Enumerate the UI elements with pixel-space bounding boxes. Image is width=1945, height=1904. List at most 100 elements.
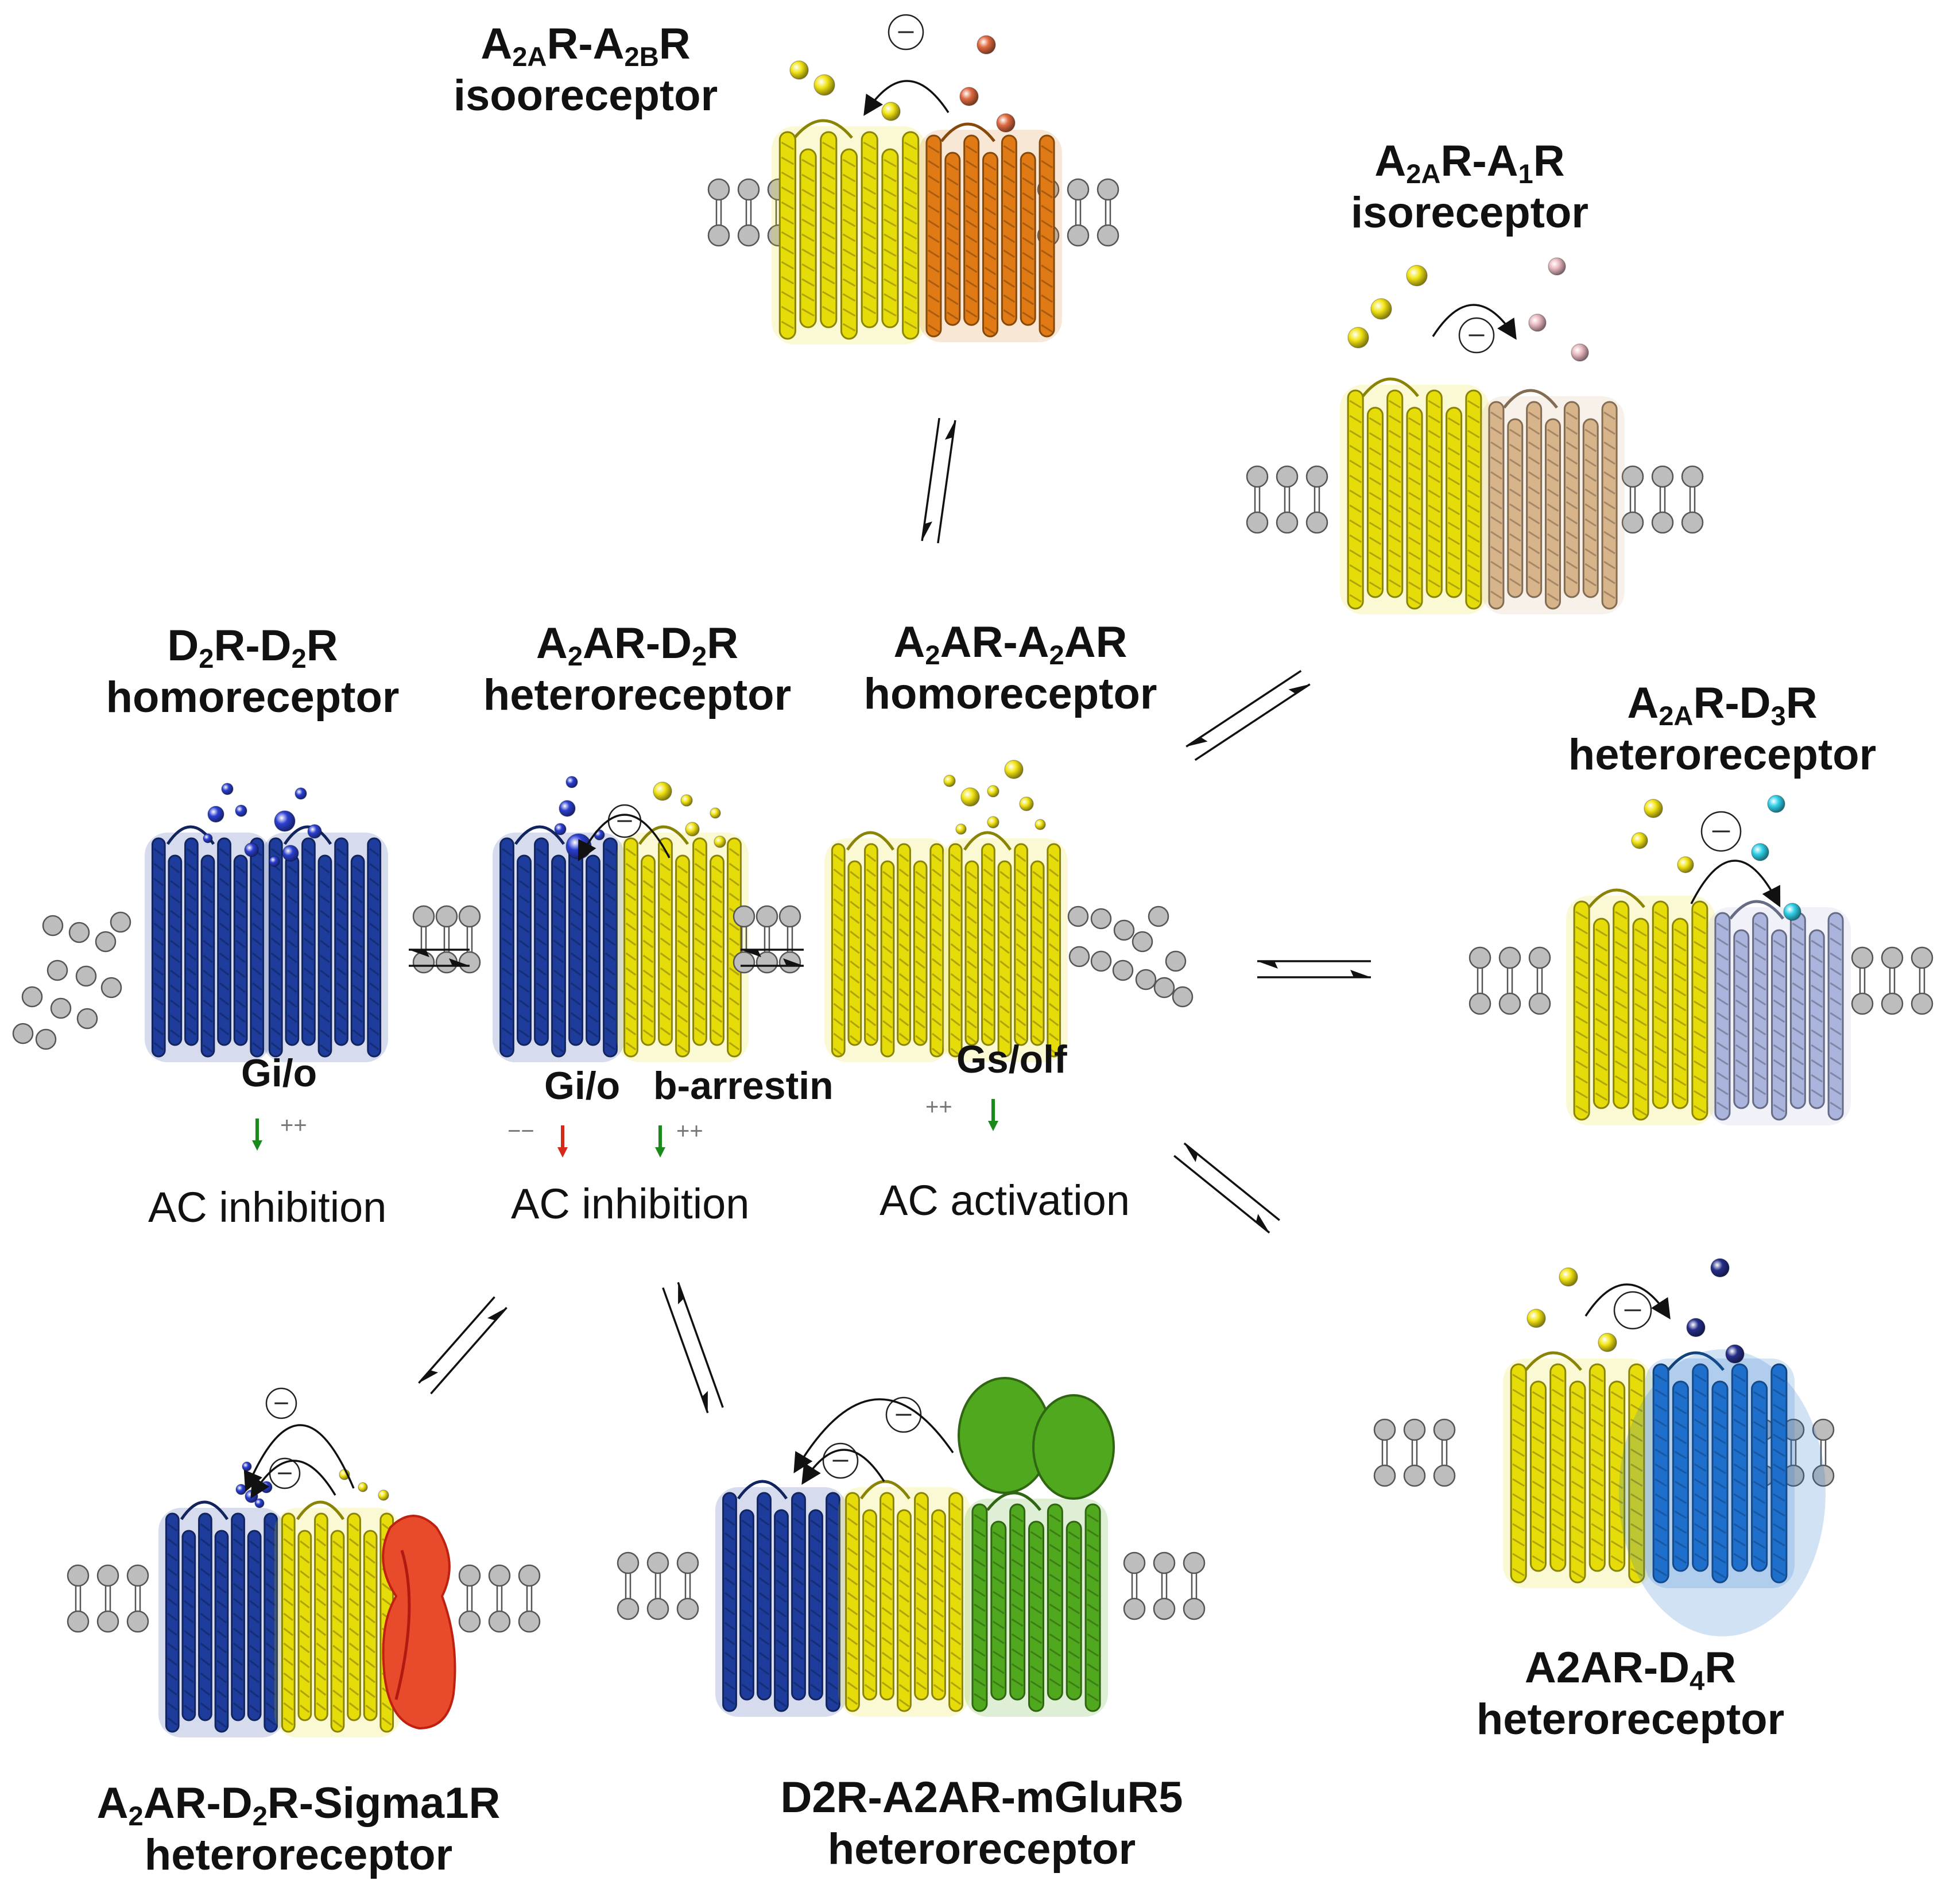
membrane-a1-left (1246, 465, 1328, 534)
effect-ac-inhibition-left: AC inhibition (148, 1183, 387, 1231)
protein-d2r-right (262, 825, 388, 1062)
ligand-a2b-1 (977, 35, 996, 55)
arrow-gio-mid (557, 1125, 568, 1158)
arc-arrow-mglu-outer (793, 1398, 954, 1474)
ligand-d2-sigma-4 (260, 1481, 273, 1493)
ligand-a2a-a1-3 (1406, 265, 1428, 287)
signal-barrestin: b-arrestin (653, 1064, 834, 1108)
protein-d2r-mglu (715, 1480, 847, 1717)
label-d2r-a2ar-mglur5-heteroreceptor: D2R-A2AR-mGluR5 heteroreceptor (780, 1773, 1183, 1874)
ligand-d2-mid-3 (565, 833, 592, 860)
ligand-a2b-2 (959, 87, 979, 106)
membrane-between-1 (412, 905, 481, 974)
protein-a2ar-sigma (274, 1500, 401, 1737)
ligand-a1-3 (1571, 343, 1589, 362)
arc-arrow-a1 (1432, 304, 1517, 340)
membrane-d2d2-left (12, 911, 131, 1050)
ligand-a2a-homo-5 (987, 816, 999, 829)
label-a2ar-d2r-sigma1r-heteroreceptor: A2AR-D2R-Sigma1R heteroreceptor (96, 1779, 501, 1879)
ligand-a2a-2 (813, 74, 835, 96)
inhibition-symbol-d4 (1613, 1291, 1652, 1330)
protein-a2ar-mglu (838, 1480, 970, 1717)
ligand-a2a-mid-1 (680, 794, 693, 807)
signal-gsolf: Gs/olf (956, 1038, 1067, 1081)
protein-a2br-top (919, 122, 1062, 342)
arc-arrow-d3 (1690, 860, 1781, 908)
ligand-d3-3 (1783, 903, 1801, 921)
protein-a2ar-d4 (1503, 1351, 1652, 1588)
equilibrium-top (921, 417, 956, 544)
inhibition-symbol-top (888, 14, 924, 51)
ligand-d4-2 (1686, 1318, 1706, 1337)
membrane-d3-right (1851, 946, 1934, 1015)
protein-mglur5-venus-flytrap (958, 1377, 1115, 1500)
ligand-d2-7 (307, 824, 322, 839)
ligand-a2a-d4-3 (1598, 1333, 1617, 1352)
effect-ac-activation: AC activation (879, 1177, 1130, 1224)
label-a2ar-a2br-isoreceptor: A2AR-A2BR isooreceptor (453, 20, 718, 120)
ligand-a2a-d3-1 (1644, 799, 1663, 818)
arc-arrow-sigma-inner (250, 1460, 336, 1499)
inhibition-symbol-mglu-outer (885, 1396, 922, 1433)
inhibition-symbol-a1 (1458, 317, 1495, 354)
ligand-d2-sigma-2 (254, 1498, 265, 1508)
ligand-a2a-mid-0 (653, 781, 672, 801)
plusplus-mid: ++ (676, 1119, 703, 1144)
ligand-a2a-d4-1 (1526, 1309, 1546, 1328)
ligand-d2-0 (221, 783, 234, 795)
ligand-a2a-homo-3 (1004, 760, 1024, 779)
ligand-d2-4 (244, 842, 259, 857)
ligand-a2a-3 (881, 102, 901, 121)
ligand-a2a-mid-3 (710, 807, 721, 819)
ligand-d2-mid-1 (559, 800, 576, 817)
ligand-d2-sigma-3 (242, 1461, 252, 1472)
membrane-sigma-right (458, 1564, 541, 1633)
equilibrium-a1 (1185, 670, 1311, 761)
ligand-d4-1 (1710, 1258, 1730, 1278)
ligand-a2a-d4-2 (1559, 1267, 1578, 1287)
membrane-d4-left (1373, 1418, 1456, 1487)
label-a2ar-a1r-isoreceptor: A2AR-A1R isoreceptor (1351, 137, 1588, 237)
protein-d2r-sigma (158, 1500, 285, 1737)
arrow-gsolf (988, 1099, 998, 1131)
ligand-a2a-d3-2 (1677, 856, 1694, 873)
protein-d2r-mid (493, 825, 625, 1062)
protein-d2r-left (145, 825, 271, 1062)
protein-d3r (1707, 900, 1851, 1125)
ligand-d2-3 (203, 833, 213, 843)
ligand-d2-mid-2 (554, 823, 567, 835)
plusplus-right: ++ (925, 1094, 952, 1120)
protein-a2ar-a1 (1340, 377, 1489, 614)
arc-arrow-mglu-inner (801, 1449, 885, 1485)
protein-a2ar-top (772, 119, 927, 345)
ligand-a2a-homo-0 (943, 775, 956, 787)
ligand-a2a-sigma-2 (378, 1489, 389, 1501)
arc-arrow-mid (578, 814, 671, 862)
label-a2ar-d4r-heteroreceptor: A2AR-D4R heteroreceptor (1476, 1643, 1785, 1744)
protein-a2ar-mid (617, 825, 749, 1062)
arc-arrow-d4 (1584, 1283, 1671, 1319)
ligand-d2-2 (235, 804, 247, 817)
d4r-surface (1619, 1349, 1826, 1636)
arrow-barrestin (655, 1125, 665, 1158)
effect-ac-inhibition-mid: AC inhibition (511, 1180, 750, 1228)
ligand-d2-1 (207, 806, 224, 823)
ligand-a2a-homo-2 (987, 785, 999, 798)
ligand-d2-6 (295, 787, 307, 800)
protein-sigma1r (382, 1515, 456, 1730)
equilibrium-sigma (418, 1296, 507, 1395)
signal-gio-left: Gi/o (241, 1051, 317, 1095)
ligand-a2a-sigma-1 (358, 1482, 368, 1492)
plusplus-left: ++ (280, 1113, 307, 1138)
arc-arrow-sigma-outer (243, 1424, 355, 1492)
protein-a1r (1481, 389, 1625, 614)
label-a2ar-d2r-heteroreceptor: A2AR-D2R heteroreceptor (483, 619, 792, 719)
ligand-d3-1 (1767, 795, 1785, 813)
membrane-mglu-right (1123, 1551, 1206, 1620)
ligand-d3-2 (1751, 843, 1769, 861)
inhibition-symbol-d3 (1700, 811, 1742, 852)
ligand-a2a-homo-6 (955, 823, 967, 835)
minusminus-mid: −− (507, 1119, 534, 1144)
label-a2ar-d3r-heteroreceptor: A2AR-D3R heteroreceptor (1568, 679, 1877, 779)
